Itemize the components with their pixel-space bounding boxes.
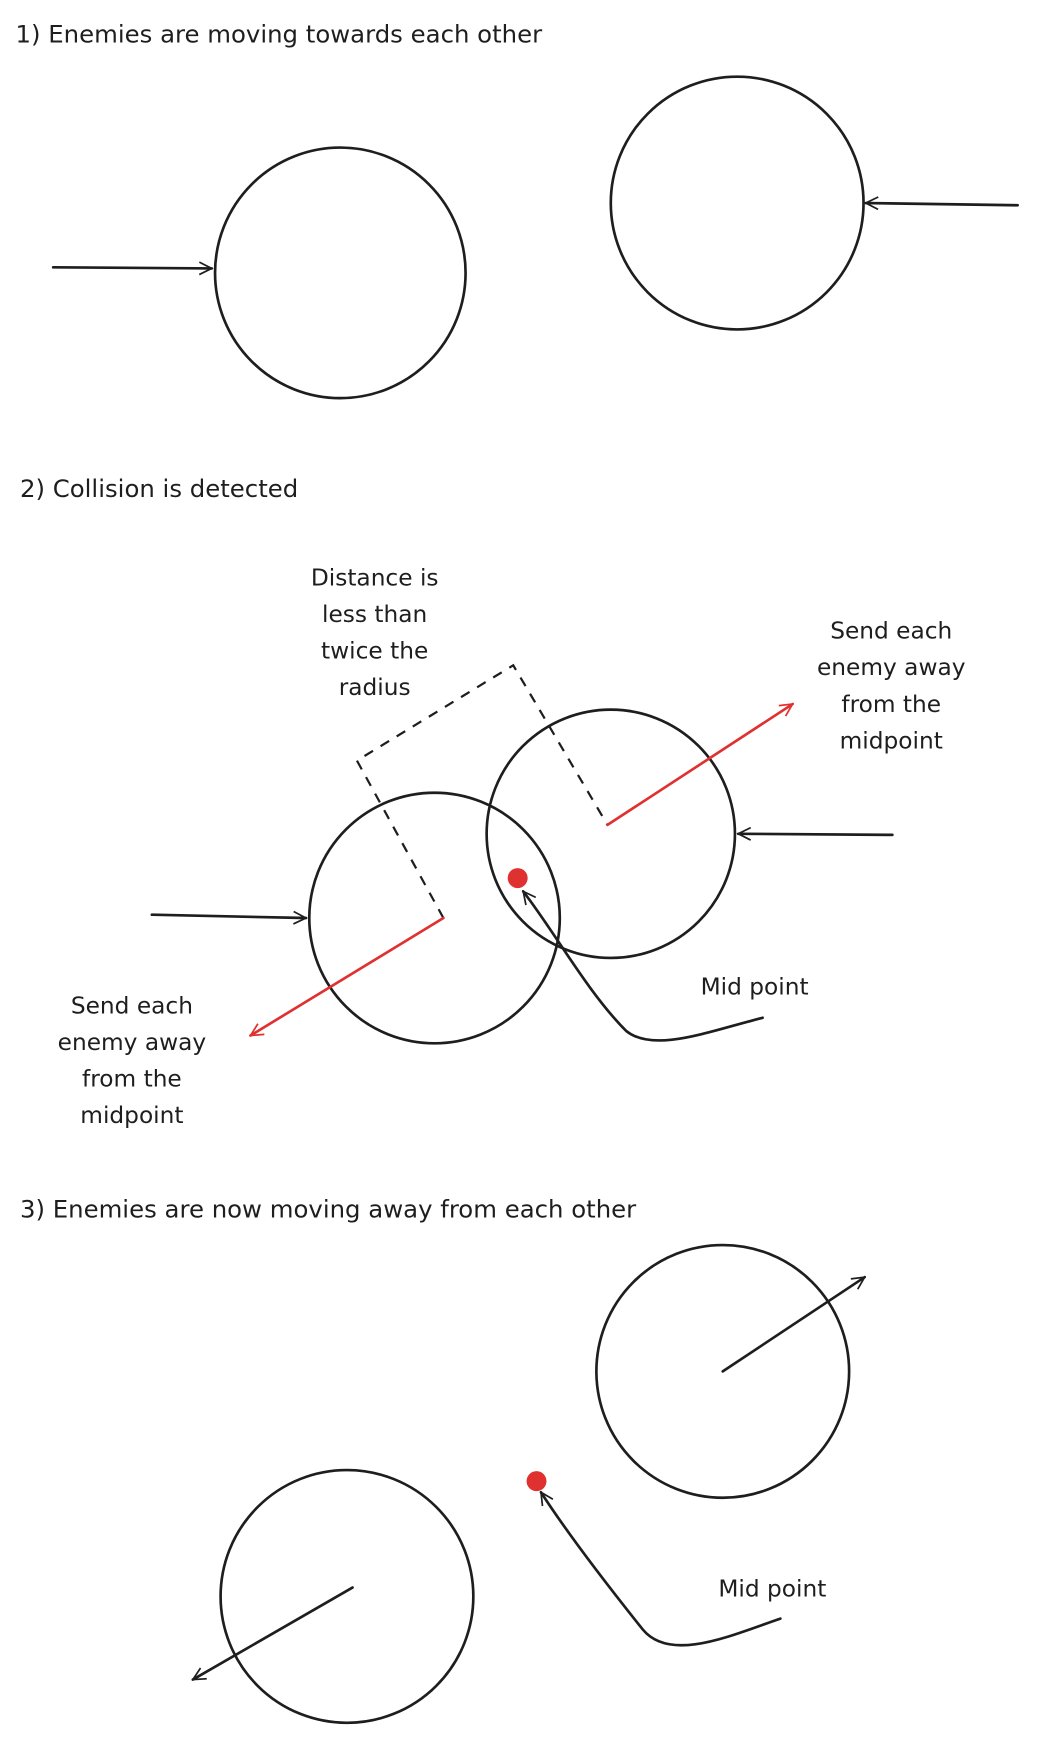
velocity-arrow-down-left (193, 1586, 354, 1681)
midpoint-label: Mid point (718, 1575, 826, 1602)
push-away-arrow-right (606, 702, 792, 827)
enemy-circle-right (595, 1243, 851, 1500)
velocity-arrow-left (738, 834, 894, 835)
send-away-note-right: Send each enemy away from the midpoint (817, 618, 966, 755)
note-line: Send each (71, 992, 193, 1019)
distance-note-line: less than (322, 601, 427, 628)
enemy-circle-left (307, 791, 562, 1045)
distance-bracket (355, 663, 609, 919)
step-2-title: 2) Collision is detected (20, 474, 298, 503)
distance-note-line: radius (339, 674, 411, 701)
distance-note-line: Distance is (311, 564, 439, 591)
send-away-note-left: Send each enemy away from the midpoint (58, 992, 207, 1129)
note-line: midpoint (840, 727, 943, 754)
midpoint-dot (507, 868, 528, 889)
enemy-circle-left (213, 146, 467, 400)
note-line: enemy away (58, 1029, 207, 1056)
midpoint-dot (526, 1471, 547, 1492)
step-2: 2) Collision is detected Distance is les… (20, 474, 966, 1129)
enemy-circle-left (219, 1468, 475, 1725)
midpoint-label: Mid point (701, 974, 809, 1001)
enemy-circle-right (485, 708, 737, 960)
velocity-arrow-right (150, 915, 306, 918)
note-line: Send each (830, 618, 952, 645)
push-away-arrow-left (251, 916, 445, 1037)
note-line: enemy away (817, 654, 966, 681)
enemy-circle-right (609, 75, 865, 331)
velocity-arrow-up-right (721, 1275, 865, 1373)
midpoint-pointer-arrow (539, 1492, 782, 1647)
distance-note: Distance is less than twice the radius (311, 564, 439, 701)
note-line: from the (82, 1066, 182, 1093)
step-3-title: 3) Enemies are now moving away from each… (20, 1194, 637, 1223)
midpoint-pointer-arrow (521, 891, 764, 1042)
distance-note-line: twice the (321, 638, 428, 665)
note-line: midpoint (80, 1102, 183, 1129)
step-3: 3) Enemies are now moving away from each… (20, 1194, 865, 1725)
velocity-arrow-left (866, 203, 1019, 205)
velocity-arrow-right (51, 267, 212, 268)
step-1: 1) Enemies are moving towards each other (16, 19, 1019, 400)
note-line: from the (841, 691, 941, 718)
step-1-title: 1) Enemies are moving towards each other (16, 19, 544, 48)
